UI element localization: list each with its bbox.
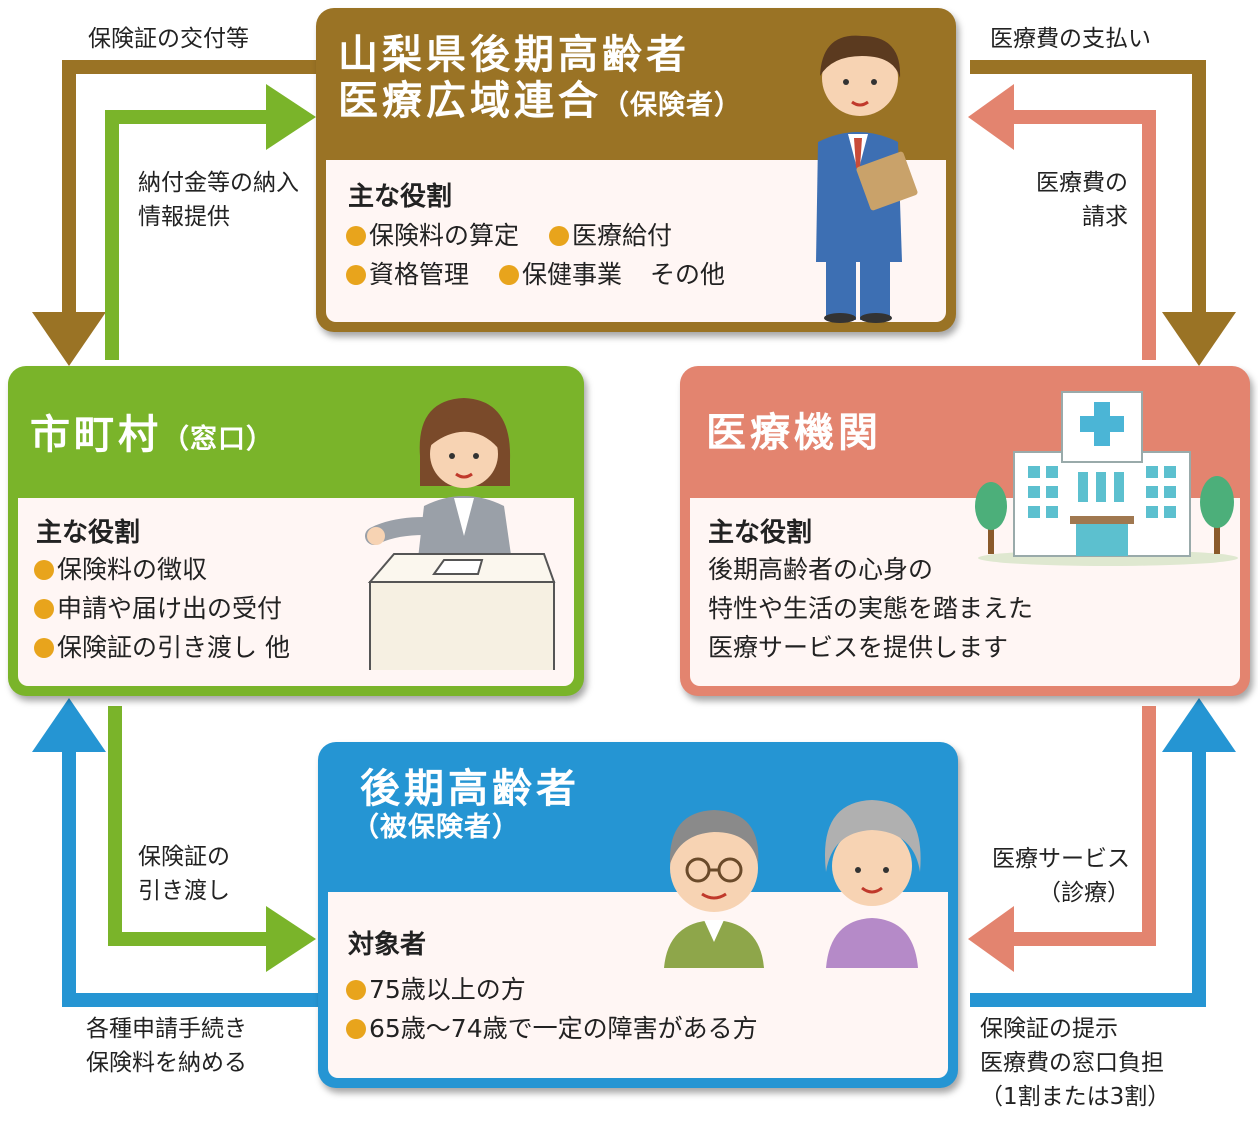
- target-item: 65歳〜74歳で一定の障害がある方: [369, 1014, 758, 1043]
- municipality-title-text: 市町村: [30, 412, 162, 458]
- arrow-medical-to-insured: [968, 706, 1156, 972]
- role-item-extra: その他: [650, 260, 726, 289]
- insured-role-heading: 対象者: [348, 930, 427, 960]
- role-item: 保険証の引き渡し 他: [57, 633, 290, 662]
- medical-title: 医療機関: [706, 410, 882, 456]
- bullet-icon: [346, 265, 366, 285]
- role-item: 保険料の徴収: [57, 555, 208, 584]
- arrow-municipality-to-insurer: [105, 84, 316, 360]
- bullet-icon: [346, 980, 366, 1000]
- label-insured-to-municipality: 各種申請手続き 保険料を納める: [86, 1012, 247, 1080]
- bullet-icon: [34, 560, 54, 580]
- role-item: 保険料の算定: [369, 221, 520, 250]
- description-line: 医療サービスを提供します: [708, 633, 1009, 662]
- role-item: 資格管理: [369, 260, 470, 289]
- label-line: 医療費の窓口負担: [980, 1050, 1164, 1076]
- label-line: （診療）: [1038, 880, 1130, 906]
- insured-box: 後期高齢者 （被保険者） 対象者 75歳以上の方 65歳〜74歳で一定の障害があ…: [318, 742, 958, 1088]
- label-line: 保険証の: [138, 844, 230, 870]
- insurer-role-heading: 主な役割: [348, 182, 453, 212]
- arrow-insurer-to-municipality: [32, 60, 320, 366]
- insured-title-text: 後期高齢者: [360, 766, 580, 812]
- arrow-insured-to-municipality: [32, 698, 320, 1007]
- arrow-insured-to-medical: [970, 698, 1236, 1007]
- municipality-title: 市町村（窓口）: [30, 412, 274, 458]
- insurer-roles: 保険料の算定 医療給付 資格管理 保健事業その他: [346, 216, 725, 294]
- label-insured-to-medical: 保険証の提示 医療費の窓口負担 （1割または3割）: [980, 1012, 1170, 1114]
- municipality-role-heading: 主な役割: [36, 518, 141, 548]
- insurer-title-line2: 医療広域連合: [338, 78, 602, 124]
- municipality-box: 市町村（窓口） 主な役割 保険料の徴収 申請や届け出の受付 保険証の引き渡し 他: [8, 366, 584, 696]
- clerk-illustration: [365, 398, 556, 670]
- municipality-title-suffix: （窓口）: [162, 424, 274, 455]
- label-insurer-to-medical: 医療費の支払い: [990, 26, 1151, 52]
- role-item: 保健事業: [522, 260, 623, 289]
- target-item: 75歳以上の方: [369, 975, 526, 1004]
- label-line: 医療費の: [1036, 170, 1128, 196]
- label-line: 医療サービス: [992, 846, 1130, 872]
- arrow-municipality-to-insured: [108, 706, 316, 972]
- insured-items: 75歳以上の方 65歳〜74歳で一定の障害がある方: [346, 970, 758, 1048]
- insurer-title-line1: 山梨県後期高齢者: [338, 32, 690, 78]
- bullet-icon: [34, 599, 54, 619]
- label-line: 保険料を納める: [86, 1050, 247, 1076]
- label-medical-to-insurer: 医療費の 請求: [1010, 166, 1128, 234]
- label-medical-to-insured: 医療サービス （診療）: [972, 842, 1130, 910]
- bullet-icon: [549, 226, 570, 246]
- role-item: 申請や届け出の受付: [57, 594, 283, 623]
- role-item: 医療給付: [572, 221, 673, 250]
- bullet-icon: [346, 1019, 366, 1039]
- elderly-couple-illustration: [664, 800, 921, 968]
- label-line: 引き渡し: [138, 878, 230, 904]
- insured-body: 対象者 75歳以上の方 65歳〜74歳で一定の障害がある方: [328, 892, 948, 1078]
- label-line: 請求: [1082, 204, 1128, 230]
- medical-description: 後期高齢者の心身の 特性や生活の実態を踏まえた 医療サービスを提供します: [708, 550, 1033, 667]
- businessman-illustration: [816, 35, 918, 323]
- label-insurer-to-municipality: 保険証の交付等: [88, 26, 249, 52]
- label-line: 保険証の提示: [980, 1016, 1118, 1042]
- label-line: 情報提供: [138, 204, 230, 230]
- label-municipality-to-insurer: 納付金等の納入 情報提供: [138, 166, 299, 234]
- arrow-insurer-to-medical: [970, 60, 1236, 366]
- bullet-icon: [34, 638, 54, 658]
- arrow-medical-to-insurer: [968, 84, 1156, 360]
- label-line: 納付金等の納入: [138, 170, 299, 196]
- municipality-roles: 保険料の徴収 申請や届け出の受付 保険証の引き渡し 他: [34, 550, 290, 667]
- description-line: 後期高齢者の心身の: [708, 555, 934, 584]
- hospital-illustration: [975, 391, 1238, 566]
- label-line: （1割または3割）: [980, 1084, 1171, 1110]
- description-line: 特性や生活の実態を踏まえた: [708, 594, 1034, 623]
- insurer-title-suffix: （保険者）: [602, 90, 742, 121]
- insured-title: 後期高齢者 （被保険者）: [352, 766, 580, 843]
- label-line: 各種申請手続き: [86, 1016, 247, 1042]
- insurer-box: 山梨県後期高齢者 医療広域連合（保険者） 主な役割 保険料の算定 医療給付 資格管…: [316, 8, 956, 332]
- insurer-title: 山梨県後期高齢者 医療広域連合（保険者）: [338, 32, 742, 124]
- bullet-icon: [499, 265, 520, 285]
- bullet-icon: [346, 226, 366, 246]
- medical-box: 医療機関 主な役割 後期高齢者の心身の 特性や生活の実態を踏まえた 医療サービス…: [680, 366, 1250, 696]
- medical-role-heading: 主な役割: [708, 518, 813, 548]
- label-municipality-to-insured: 保険証の 引き渡し: [138, 840, 230, 908]
- insured-title-suffix: （被保険者）: [352, 812, 520, 843]
